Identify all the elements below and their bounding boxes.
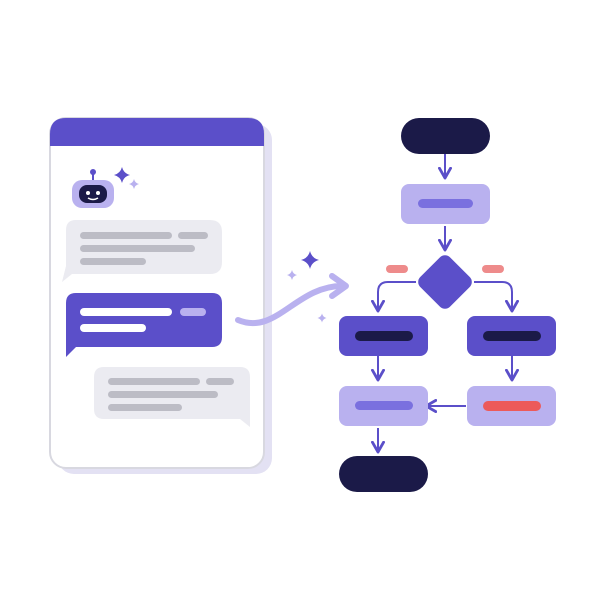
branch-tag-right bbox=[482, 265, 504, 273]
sparkle-icon bbox=[287, 270, 297, 280]
node-label-bar-alert bbox=[483, 401, 541, 411]
text-line bbox=[80, 232, 172, 239]
sparkle-icon bbox=[317, 313, 327, 323]
text-line bbox=[80, 308, 172, 316]
chat-window-header bbox=[50, 118, 264, 146]
arrow-down-icon bbox=[474, 281, 519, 313]
flow-node-step-1 bbox=[401, 184, 490, 224]
text-line bbox=[80, 245, 195, 252]
flow-node-step-right bbox=[467, 386, 556, 426]
chat-message-assistant bbox=[62, 220, 222, 282]
chat-window bbox=[49, 117, 272, 474]
text-line bbox=[108, 391, 218, 398]
arrow-down-icon bbox=[371, 281, 416, 313]
curved-arrow-icon bbox=[235, 283, 345, 327]
text-line bbox=[108, 378, 200, 385]
branch-tag-left bbox=[386, 265, 408, 273]
flow-node-end bbox=[339, 456, 428, 492]
transform-connector bbox=[235, 251, 349, 327]
robot-icon bbox=[72, 169, 114, 208]
node-label-bar bbox=[355, 401, 413, 410]
flow-connectors bbox=[371, 154, 519, 454]
flow-node-start bbox=[401, 118, 490, 154]
sparkle-icon bbox=[114, 167, 130, 183]
text-line bbox=[108, 404, 182, 411]
sparkle-icon bbox=[129, 179, 139, 189]
node-label-bar bbox=[418, 199, 473, 208]
node-label-bar bbox=[483, 331, 541, 341]
text-line bbox=[180, 308, 206, 316]
flow-node-branch-right bbox=[467, 316, 556, 356]
flowchart bbox=[339, 118, 556, 492]
flow-node-step-left bbox=[339, 386, 428, 426]
flow-node-branch-left bbox=[339, 316, 428, 356]
chat-message-user bbox=[66, 293, 222, 357]
node-label-bar bbox=[355, 331, 413, 341]
text-line bbox=[80, 258, 146, 265]
arrow-head bbox=[329, 273, 349, 299]
text-line bbox=[178, 232, 208, 239]
chat-message-assistant bbox=[94, 367, 250, 427]
diamond-icon bbox=[418, 255, 472, 309]
text-line bbox=[80, 324, 146, 332]
sparkle-icon bbox=[301, 251, 319, 269]
text-line bbox=[206, 378, 234, 385]
